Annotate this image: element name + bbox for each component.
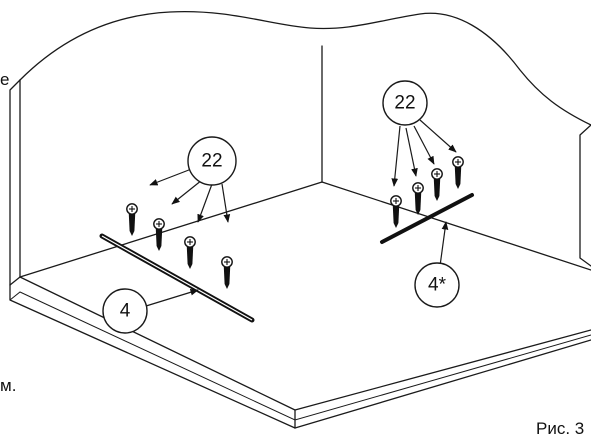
arrow-22-left-2: [171, 179, 203, 205]
floor-right-edge: [321, 181, 591, 271]
screws-right: [390, 156, 464, 228]
callout-rail-left: 4: [102, 288, 148, 334]
floor-front-left: [9, 284, 296, 429]
arrow-22-left-3: [197, 183, 213, 223]
left-wall-bottom: [9, 276, 21, 286]
left-wall-outer: [9, 79, 21, 286]
left-screw-3: [184, 236, 196, 269]
cabinet-box: [9, 10, 591, 429]
callout-rail-right: 4*: [414, 262, 460, 308]
floor-front-inner: [9, 291, 591, 421]
arrow-22-right-2: [405, 127, 418, 177]
screws-left: [126, 203, 233, 289]
break-line: [19, 10, 591, 126]
arrow-4-right: [439, 221, 449, 267]
arrow-22-left-4: [221, 183, 231, 223]
right-screw-3: [431, 168, 443, 201]
edge-text-top: e: [0, 70, 9, 89]
rail-left: [99, 233, 255, 323]
right-screw-1: [390, 195, 402, 228]
arrow-4-left: [145, 289, 199, 307]
right-wall-edge: [579, 124, 591, 267]
floor-front-right: [294, 339, 591, 429]
edge-text-bottom: м.: [0, 376, 16, 395]
callout-rail-left-label: 4: [120, 301, 131, 322]
arrow-22-right-1: [391, 125, 401, 187]
rail-right: [380, 193, 474, 244]
left-screw-2: [153, 218, 165, 251]
callout-screws-left-label: 22: [201, 151, 222, 172]
arrow-22-left-1: [149, 167, 195, 186]
callout-screws-right: 22: [382, 80, 428, 126]
callout-rail-right-label: 4*: [428, 275, 447, 296]
figure-label: Рис. 3: [536, 419, 584, 438]
floor-left-edge: [19, 181, 323, 278]
callout-screws-right-label: 22: [394, 93, 415, 114]
left-screw-1: [126, 203, 138, 236]
callout-screws-left: 22: [187, 136, 237, 186]
left-screw-4: [221, 256, 233, 289]
arrow-22-right-3: [413, 125, 435, 165]
right-screw-4: [452, 156, 464, 189]
arrow-22-right-4: [419, 119, 457, 153]
callout-arrows: [145, 119, 457, 307]
right-screw-2: [412, 182, 424, 215]
